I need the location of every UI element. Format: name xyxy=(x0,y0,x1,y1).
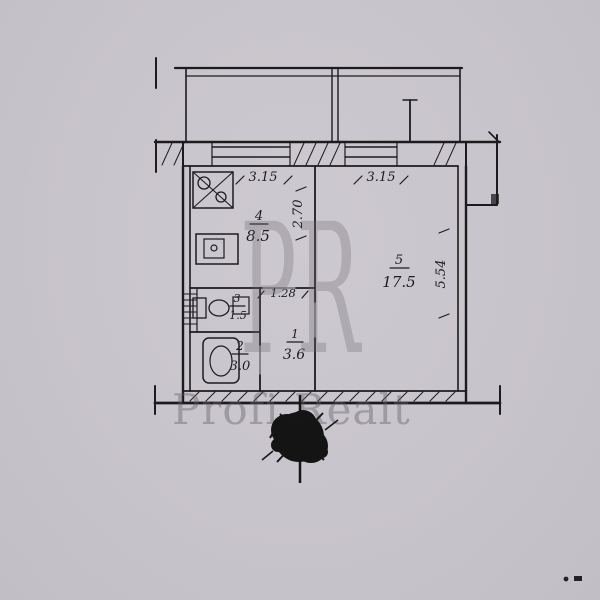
room-kitchen-area: 8.5 xyxy=(246,227,270,245)
bottom-wall xyxy=(153,385,502,415)
bath-icon xyxy=(202,337,240,384)
ink-blot-icon xyxy=(261,395,339,483)
window-right-icon xyxy=(344,141,398,167)
room-bathroom-number: 2 xyxy=(235,339,244,353)
dim-kitchen-width: 3.15 xyxy=(249,170,278,185)
fixtures xyxy=(192,171,250,384)
sink-icon xyxy=(195,233,239,265)
dim-living-depth: 5.54 xyxy=(434,260,449,289)
wall-hatch xyxy=(161,142,457,166)
room-toilet-area: 1.5 xyxy=(229,309,247,322)
room-bathroom-area: 3.0 xyxy=(230,359,251,374)
room-living-number: 5 xyxy=(395,253,403,268)
right-wall xyxy=(457,164,468,405)
window-left-icon xyxy=(211,141,291,167)
room-hall-area: 3.6 xyxy=(283,347,305,363)
bottom-hatch xyxy=(189,391,456,402)
room-living-area: 17.5 xyxy=(382,273,415,291)
left-wall xyxy=(181,164,198,405)
dimension-marks xyxy=(229,175,450,355)
dim-living-width: 3.15 xyxy=(367,170,396,185)
balcony-outline xyxy=(155,57,464,143)
dim-hall-opening: 1.28 xyxy=(270,286,296,300)
room-hall-number: 1 xyxy=(291,327,299,341)
dim-kitchen-depth: 2.70 xyxy=(291,200,306,230)
watermark-monogram: PR xyxy=(240,186,362,395)
room-kitchen-number: 4 xyxy=(254,209,263,224)
interior-walls xyxy=(189,165,316,392)
room-toilet-number: 3 xyxy=(234,292,241,305)
stove-icon xyxy=(192,171,234,209)
toilet-icon xyxy=(192,297,230,319)
top-wall xyxy=(153,131,502,206)
corner-marks xyxy=(563,576,582,582)
